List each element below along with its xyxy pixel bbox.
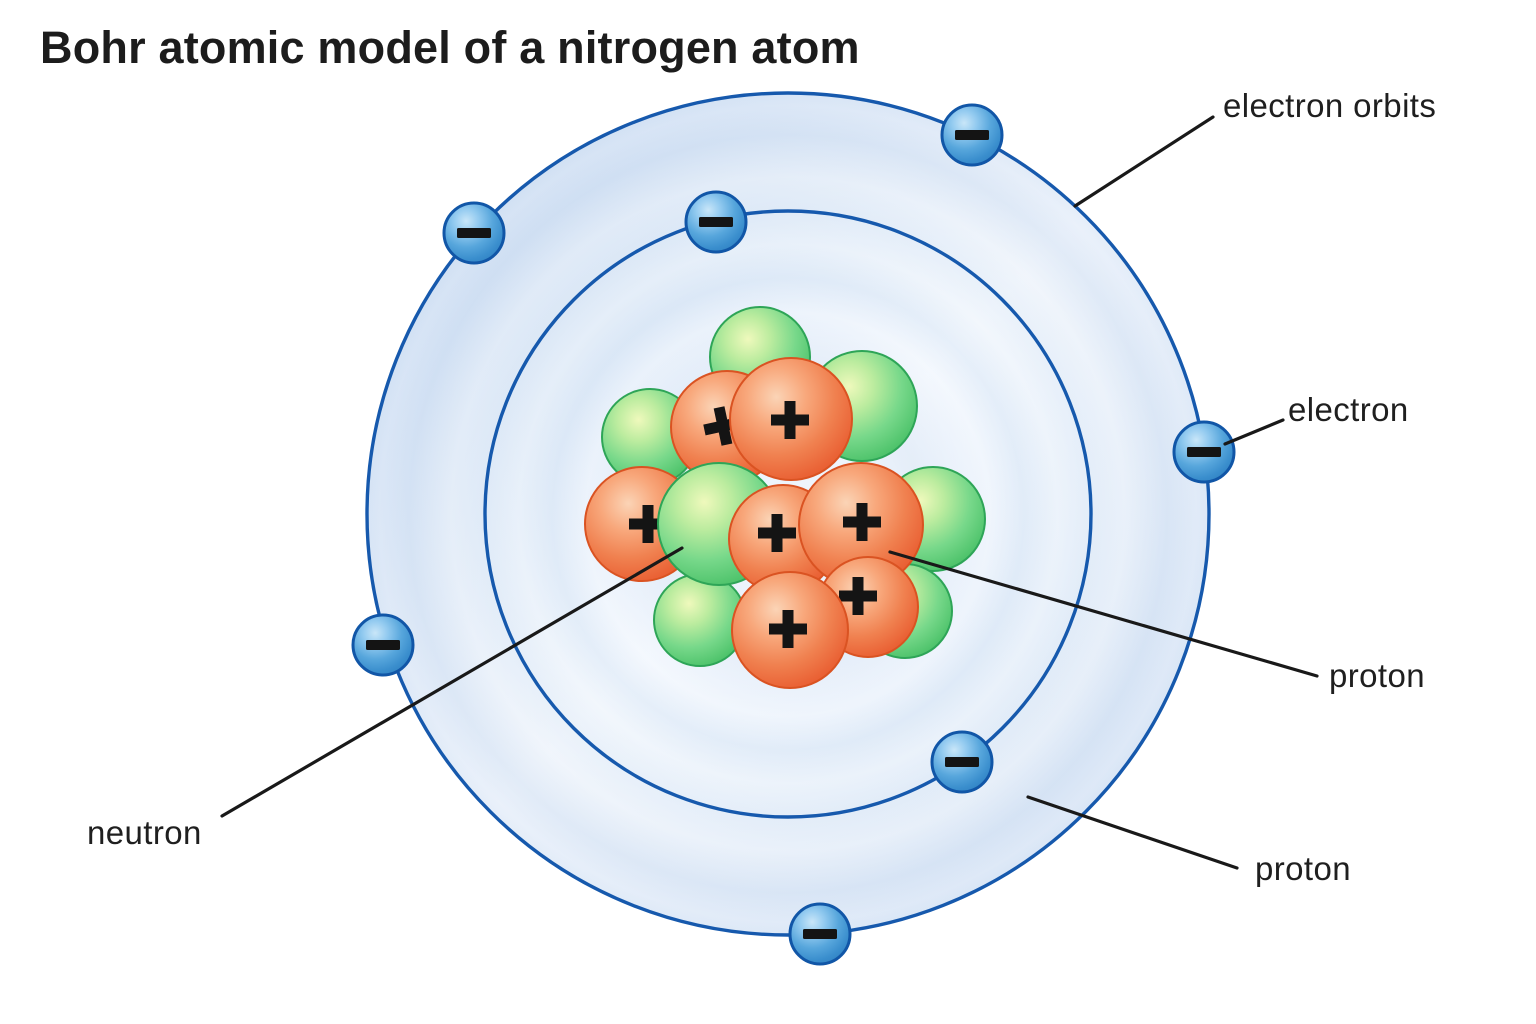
electron-inner-bottom-right	[930, 730, 994, 794]
label-electron: electron	[1288, 391, 1409, 428]
electron-outer-left	[351, 613, 415, 677]
leader-line-neutron	[220, 546, 684, 818]
electron-inner-top	[684, 190, 748, 254]
proton-sphere	[729, 357, 853, 481]
label-neutron: neutron	[87, 814, 202, 851]
leader-line-electron-orbits	[1073, 115, 1215, 208]
electron-outer-upper-left	[442, 201, 506, 265]
label-proton-lower: proton	[1255, 850, 1351, 887]
nucleus	[584, 306, 986, 689]
electron-outer-bottom	[788, 902, 852, 966]
electron-outer-right-labeled	[1172, 420, 1236, 484]
proton-sphere	[731, 571, 849, 689]
leader-line-proton-upper	[888, 550, 1319, 678]
diagram-title: Bohr atomic model of a nitrogen atom	[40, 22, 860, 73]
electron-outer-top	[940, 103, 1004, 167]
leader-line-electron	[1223, 418, 1285, 446]
label-electron-orbits: electron orbits	[1223, 87, 1437, 124]
inner-electron-orbit	[483, 209, 1093, 819]
label-proton-upper: proton	[1329, 657, 1425, 694]
leader-line-proton-lower	[1026, 795, 1239, 870]
leader-lines	[220, 115, 1319, 870]
